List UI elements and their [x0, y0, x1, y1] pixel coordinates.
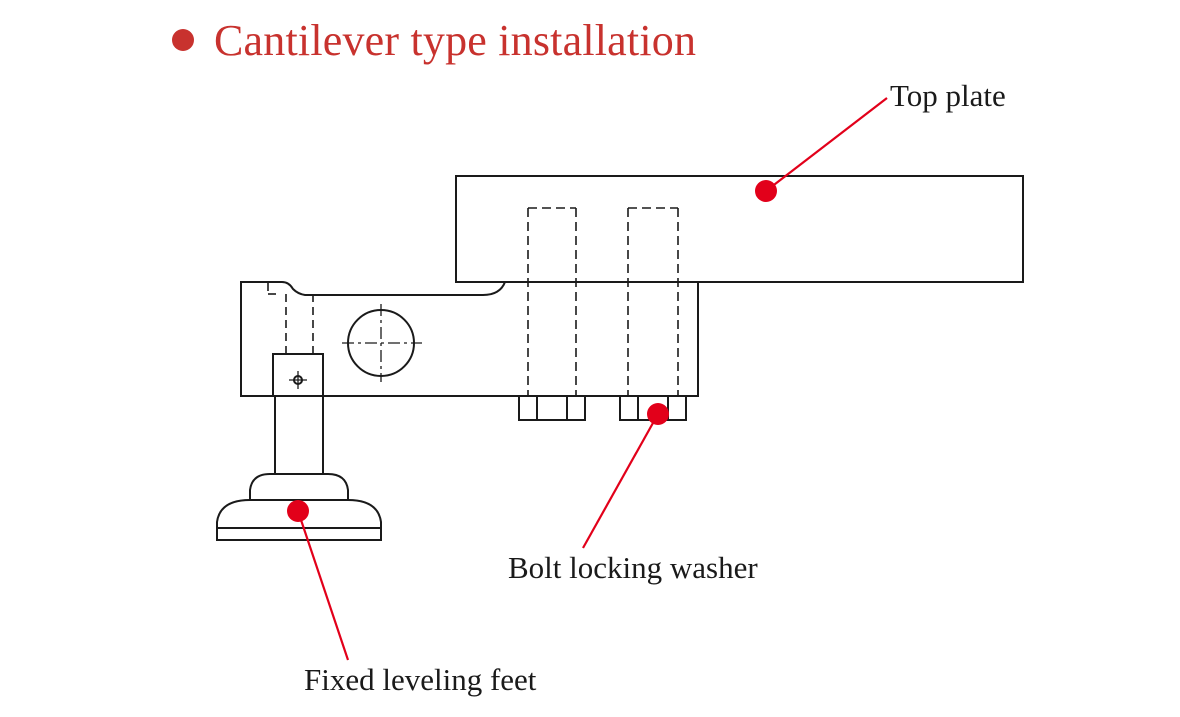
- washer-marker: [647, 403, 669, 425]
- top-plate: [455, 175, 1024, 283]
- foot-pad: [216, 499, 382, 529]
- foot-dome: [249, 473, 349, 500]
- sensor-centerlines: [342, 304, 422, 382]
- callout-markers: [287, 180, 777, 522]
- feet-marker: [287, 500, 309, 522]
- bolt-head-left: [518, 395, 586, 421]
- label-top-plate: Top plate: [890, 78, 1006, 113]
- label-fixed-leveling-feet: Fixed leveling feet: [304, 662, 537, 697]
- bolt-holes-hidden: [527, 207, 679, 396]
- foot-base: [216, 527, 382, 541]
- top-plate-marker: [755, 180, 777, 202]
- leader-lines: [296, 97, 888, 661]
- load-cell-body: [240, 281, 699, 397]
- label-bolt-locking-washer: Bolt locking washer: [508, 550, 758, 585]
- title-text: Cantilever type installation: [214, 15, 697, 65]
- title-bullet-icon: [172, 29, 194, 51]
- foot-stem: [274, 395, 324, 475]
- diagram-title: Cantilever type installation: [172, 8, 696, 72]
- foot-hole-hidden: [267, 283, 314, 354]
